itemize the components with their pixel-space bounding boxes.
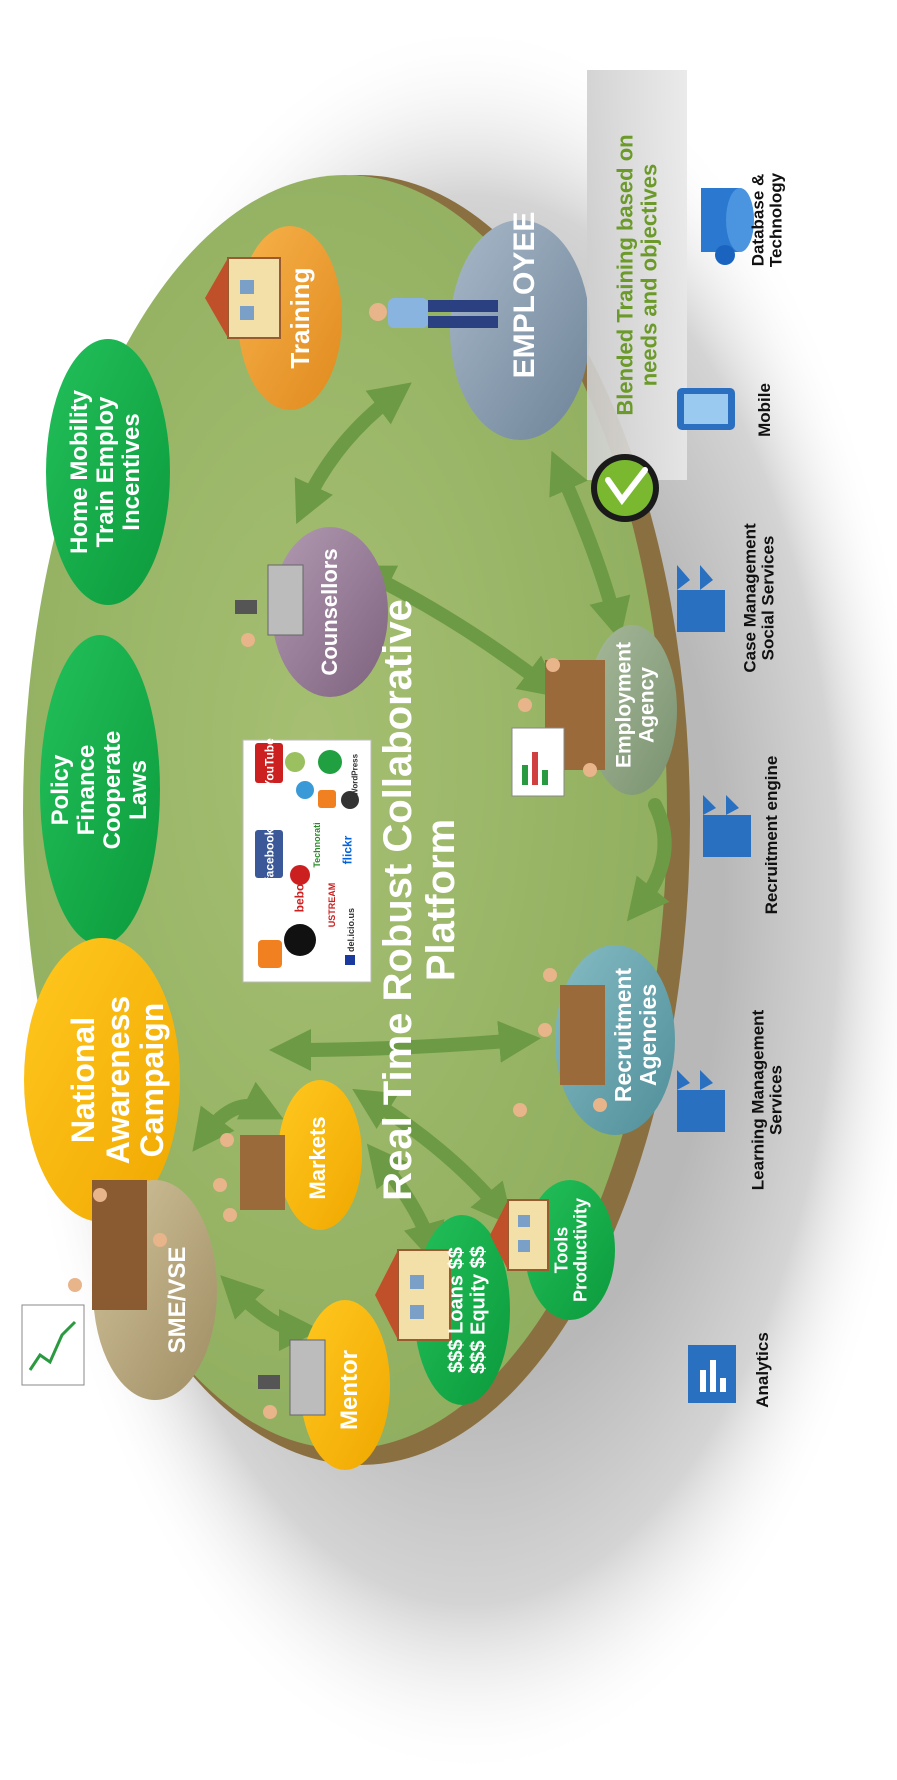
blended-line2: needs and objectives bbox=[636, 163, 661, 387]
wordpress-icon bbox=[341, 791, 359, 809]
house-icon bbox=[205, 257, 281, 339]
learning-line1: Learning Management bbox=[748, 1009, 768, 1191]
house-icon bbox=[375, 1249, 451, 1341]
central-title-line2: Platform bbox=[419, 818, 463, 982]
campaign-line2: Awareness bbox=[99, 995, 136, 1165]
twitter-bird-icon bbox=[296, 781, 314, 799]
mobile-tablet-icon bbox=[677, 388, 735, 430]
analytics-chart-icon bbox=[688, 1345, 736, 1403]
arrow-employee-agency bbox=[549, 450, 631, 641]
rss-icon bbox=[318, 790, 336, 808]
database-line2: Technology bbox=[767, 172, 786, 268]
home-mobility-line1: Home Mobility bbox=[66, 389, 94, 555]
database-line1: Database & bbox=[748, 173, 768, 267]
policy-line4: Laws bbox=[124, 759, 152, 821]
arrow-sme-mentor bbox=[220, 1275, 321, 1351]
tools-line2: Productivity bbox=[571, 1197, 591, 1303]
campaign-line1: National bbox=[65, 1016, 102, 1144]
employment-agency-bubble bbox=[587, 625, 677, 795]
blended-line1: Blended Training based on bbox=[612, 134, 638, 416]
markets-bubble bbox=[278, 1080, 362, 1230]
case-management-line2: Social Services bbox=[759, 535, 778, 661]
mentor-desk-icon bbox=[258, 1339, 326, 1419]
recruitment-engine-building-icon bbox=[703, 795, 751, 857]
markets-meeting-icon bbox=[213, 1133, 285, 1222]
house-icon bbox=[490, 1199, 549, 1271]
policy-bubble bbox=[40, 635, 160, 945]
arrow-markets-loans bbox=[366, 1143, 445, 1266]
recruitment-agencies-line2: Agencies bbox=[635, 983, 661, 1087]
arrow-markets-recruitment bbox=[269, 1020, 541, 1071]
home-mobility-line3: Incentives bbox=[117, 413, 145, 531]
campaign-bubble bbox=[24, 938, 180, 1222]
blogger-icon bbox=[258, 940, 282, 968]
myspace-icon bbox=[284, 924, 316, 956]
recruitment-meeting-icon bbox=[513, 968, 607, 1117]
blended-training-panel bbox=[587, 70, 687, 480]
home-mobility-bubble bbox=[46, 339, 170, 605]
case-management-building-icon bbox=[677, 565, 725, 632]
database-icon bbox=[701, 188, 754, 265]
arrow-counsellors-agency bbox=[351, 565, 562, 698]
learning-line2: Services bbox=[767, 1065, 786, 1135]
arrow-agency-recruitment bbox=[626, 798, 672, 922]
loans-line2: $$$ Equity $$ bbox=[467, 1246, 489, 1374]
loans-line1: $$$ Loans $$ bbox=[445, 1247, 468, 1373]
employee-person-icon bbox=[369, 298, 498, 328]
stumbleupon-icon bbox=[318, 750, 342, 774]
checkmark-icon bbox=[605, 467, 648, 506]
delicious-icon bbox=[345, 955, 355, 965]
agency-meeting-icon bbox=[511, 658, 605, 797]
flow-arrows bbox=[192, 382, 672, 1351]
recruitment-agencies-line1: Recruitment bbox=[610, 967, 637, 1103]
employment-agency-line1: Employment bbox=[612, 641, 636, 769]
arrow-sme-markets bbox=[192, 1081, 284, 1152]
campaign-line3: Campaign bbox=[134, 1002, 171, 1158]
facebook-logo bbox=[255, 830, 283, 878]
tools-line1: Tools bbox=[551, 1226, 572, 1274]
sme-meeting-icon bbox=[21, 1180, 167, 1386]
policy-line1: Policy bbox=[47, 754, 75, 826]
policy-line2: Finance bbox=[73, 744, 101, 836]
digg-icon bbox=[285, 752, 305, 772]
policy-line3: Cooperate bbox=[99, 730, 126, 850]
employee-bubble bbox=[450, 220, 590, 440]
learning-management-building-icon bbox=[677, 1070, 725, 1132]
youtube-logo bbox=[255, 743, 283, 783]
employment-agency-line2: Agency bbox=[635, 667, 658, 743]
bebo-icon bbox=[290, 865, 310, 885]
arrow-training-counsellors bbox=[294, 382, 412, 525]
central-title-line1: Real Time Robust Collaborative bbox=[375, 599, 420, 1201]
counsellor-desk-icon bbox=[235, 564, 304, 647]
case-management-line1: Case Management bbox=[740, 523, 760, 673]
home-mobility-line2: Train Employ bbox=[92, 396, 120, 548]
